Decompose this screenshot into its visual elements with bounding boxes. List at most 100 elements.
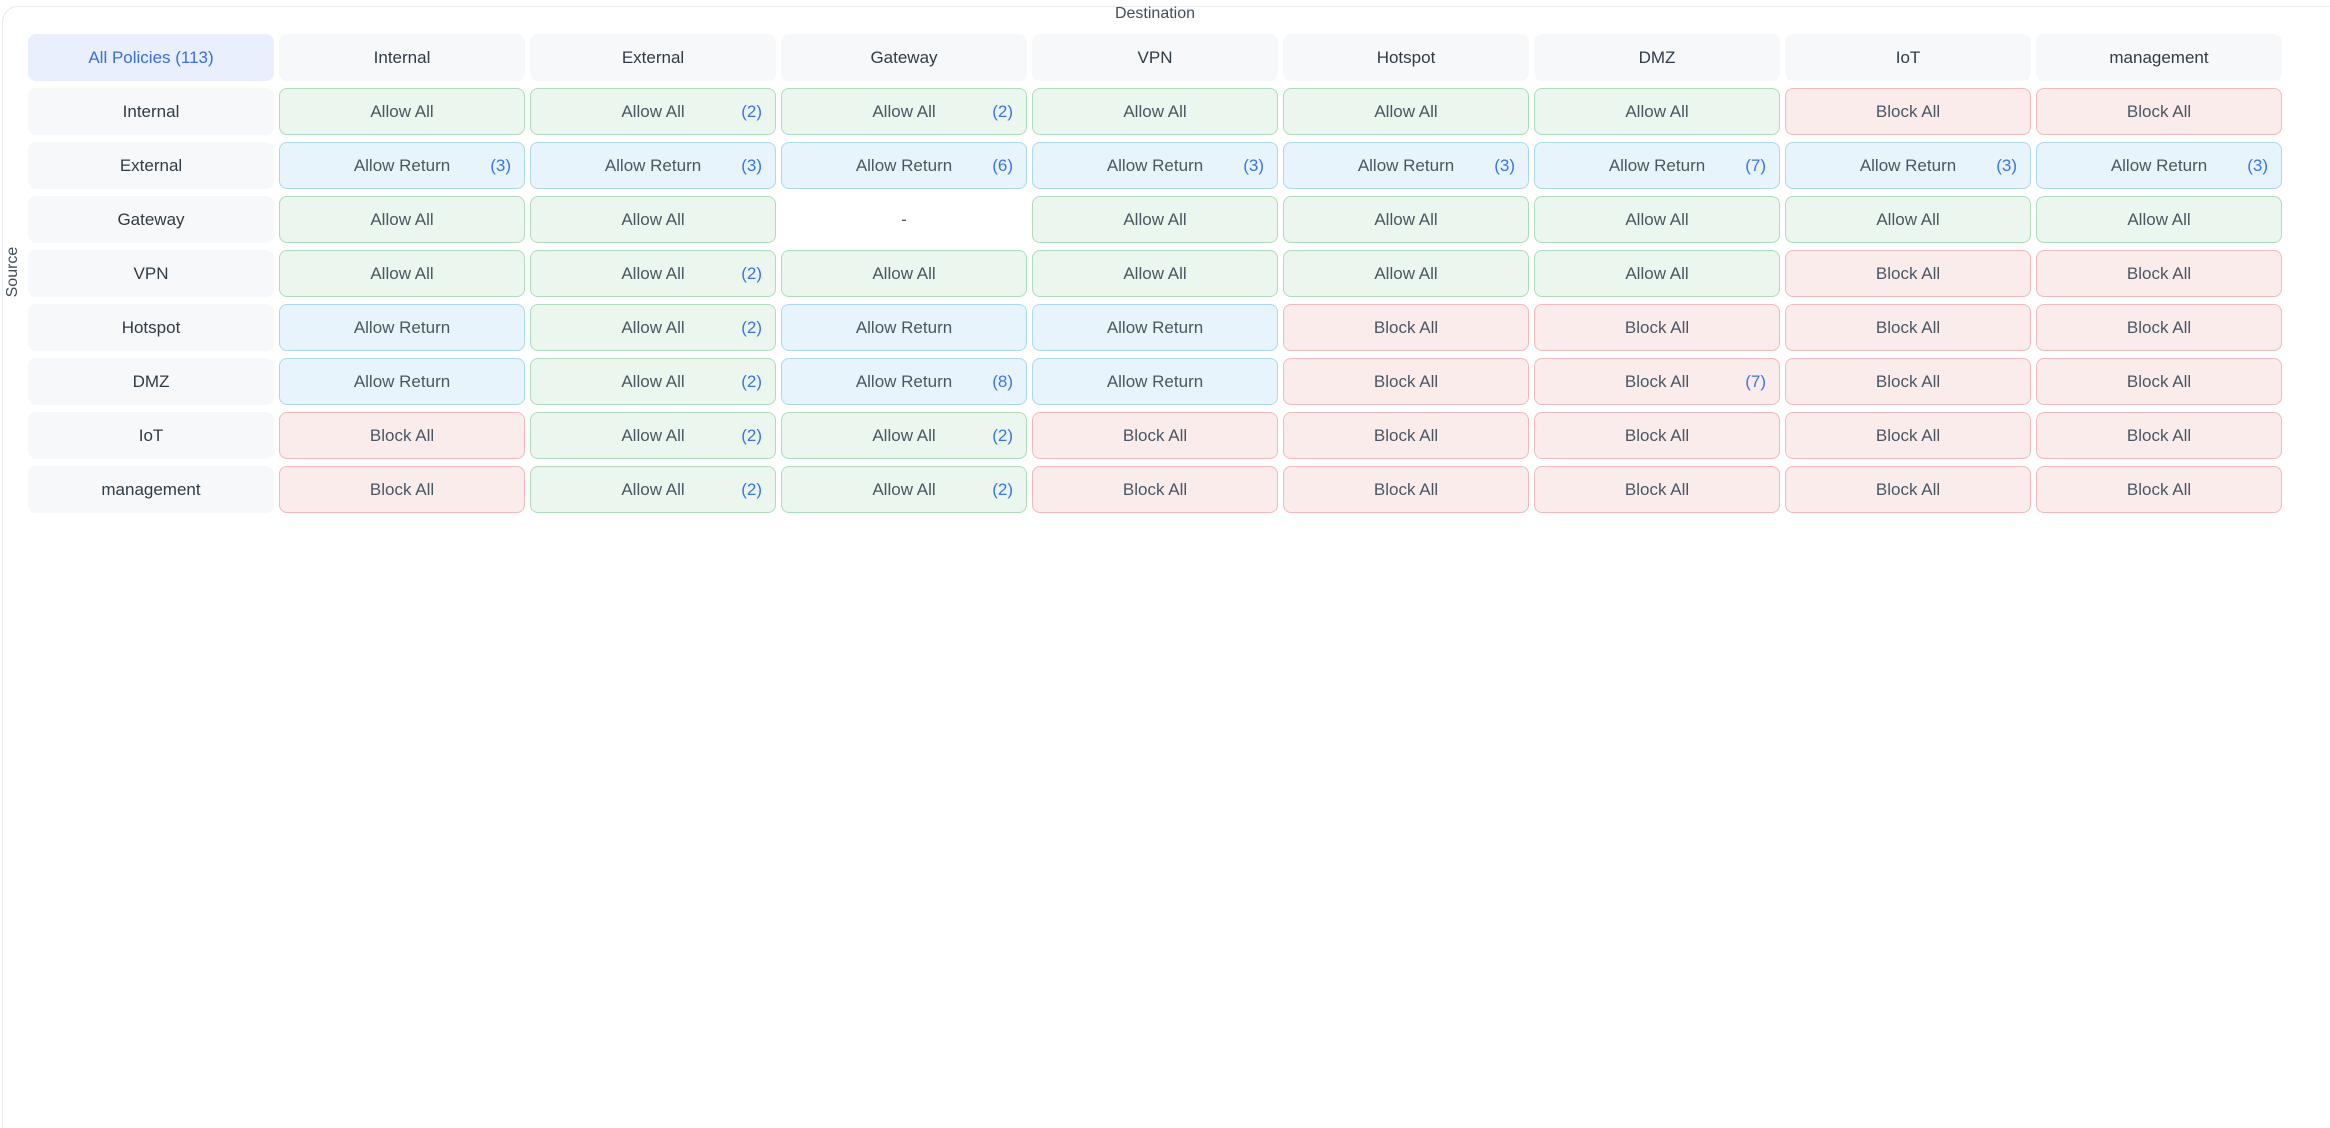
policy-cell-hotspot-management[interactable]: Block All [2036,304,2282,351]
policy-cell-hotspot-iot[interactable]: Block All [1785,304,2031,351]
row-header-dmz: DMZ [28,358,274,405]
policy-cell-external-vpn[interactable]: Allow Return(3) [1032,142,1278,189]
policy-action-label: Block All [2126,425,2192,445]
policy-action-label: Allow Return [855,317,953,337]
policy-cell-external-external[interactable]: Allow Return(3) [530,142,776,189]
policy-cell-iot-internal[interactable]: Block All [279,412,525,459]
policy-cell-external-internal[interactable]: Allow Return(3) [279,142,525,189]
all-policies-button[interactable]: All Policies (113) [28,34,274,81]
policy-cell-dmz-hotspot[interactable]: Block All [1283,358,1529,405]
policy-action-label: Block All [1373,371,1439,391]
policy-cell-hotspot-vpn[interactable]: Allow Return [1032,304,1278,351]
policy-cell-hotspot-internal[interactable]: Allow Return [279,304,525,351]
policy-action-label: Block All [369,479,435,499]
policy-cell-iot-iot[interactable]: Block All [1785,412,2031,459]
row-header-vpn: VPN [28,250,274,297]
policy-cell-gateway-external[interactable]: Allow All [530,196,776,243]
policy-cell-iot-external[interactable]: Allow All(2) [530,412,776,459]
column-header-management: management [2036,34,2282,81]
policy-cell-iot-dmz[interactable]: Block All [1534,412,1780,459]
policy-cell-vpn-external[interactable]: Allow All(2) [530,250,776,297]
policy-cell-external-management[interactable]: Allow Return(3) [2036,142,2282,189]
policy-cell-external-gateway[interactable]: Allow Return(6) [781,142,1027,189]
policy-action-label: Allow All [1123,209,1187,229]
row-header-gateway: Gateway [28,196,274,243]
policy-cell-dmz-dmz[interactable]: Block All(7) [1534,358,1780,405]
policy-cell-vpn-internal[interactable]: Allow All [279,250,525,297]
policy-action-label: Block All [1875,101,1941,121]
policy-action-label: Block All [369,425,435,445]
policy-count-badge: (7) [1745,371,1766,391]
policy-action-label: Allow All [370,101,434,121]
policy-cell-dmz-iot[interactable]: Block All [1785,358,2031,405]
policy-cell-internal-gateway[interactable]: Allow All(2) [781,88,1027,135]
policy-cell-gateway-iot[interactable]: Allow All [1785,196,2031,243]
row-header-internal: Internal [28,88,274,135]
policy-cell-internal-internal[interactable]: Allow All [279,88,525,135]
policy-cell-management-external[interactable]: Allow All(2) [530,466,776,513]
policy-cell-vpn-management[interactable]: Block All [2036,250,2282,297]
policy-cell-management-dmz[interactable]: Block All [1534,466,1780,513]
policy-cell-internal-vpn[interactable]: Allow All [1032,88,1278,135]
policy-cell-management-iot[interactable]: Block All [1785,466,2031,513]
policy-action-label: Block All [2126,263,2192,283]
policy-cell-management-hotspot[interactable]: Block All [1283,466,1529,513]
policy-cell-dmz-vpn[interactable]: Allow Return [1032,358,1278,405]
policy-cell-management-gateway[interactable]: Allow All(2) [781,466,1027,513]
policy-cell-management-management[interactable]: Block All [2036,466,2282,513]
policy-action-label: Block All [1373,317,1439,337]
policy-cell-gateway-gateway: - [781,196,1027,243]
policy-action-label: Block All [2126,479,2192,499]
policy-action-label: Block All [2126,371,2192,391]
policy-cell-vpn-iot[interactable]: Block All [1785,250,2031,297]
policy-cell-external-iot[interactable]: Allow Return(3) [1785,142,2031,189]
policy-cell-hotspot-gateway[interactable]: Allow Return [781,304,1027,351]
policy-cell-iot-management[interactable]: Block All [2036,412,2282,459]
policy-cell-hotspot-hotspot[interactable]: Block All [1283,304,1529,351]
policy-cell-management-vpn[interactable]: Block All [1032,466,1278,513]
policy-cell-gateway-management[interactable]: Allow All [2036,196,2282,243]
policy-cell-vpn-dmz[interactable]: Allow All [1534,250,1780,297]
policy-action-label: Allow All [1123,263,1187,283]
policy-cell-management-internal[interactable]: Block All [279,466,525,513]
policy-cell-internal-hotspot[interactable]: Allow All [1283,88,1529,135]
policy-cell-dmz-management[interactable]: Block All [2036,358,2282,405]
policy-action-label: Allow All [621,209,685,229]
row-header-external: External [28,142,274,189]
policy-action-label: Block All [1122,479,1188,499]
policy-action-label: Allow All [1374,101,1438,121]
policy-cell-iot-vpn[interactable]: Block All [1032,412,1278,459]
column-header-vpn: VPN [1032,34,1278,81]
policy-cell-internal-external[interactable]: Allow All(2) [530,88,776,135]
policy-count-badge: (2) [741,317,762,337]
policy-cell-dmz-gateway[interactable]: Allow Return(8) [781,358,1027,405]
policy-action-label: Allow Return [1106,317,1204,337]
policy-cell-internal-dmz[interactable]: Allow All [1534,88,1780,135]
policy-action-label: Allow Return [1608,155,1706,175]
policy-cell-hotspot-dmz[interactable]: Block All [1534,304,1780,351]
policy-cell-vpn-hotspot[interactable]: Allow All [1283,250,1529,297]
policy-count-badge: (3) [1243,155,1264,175]
column-header-iot: IoT [1785,34,2031,81]
policy-cell-vpn-gateway[interactable]: Allow All [781,250,1027,297]
policy-cell-gateway-hotspot[interactable]: Allow All [1283,196,1529,243]
policy-action-label: - [901,209,907,229]
policy-cell-internal-iot[interactable]: Block All [1785,88,2031,135]
policy-cell-iot-gateway[interactable]: Allow All(2) [781,412,1027,459]
policy-action-label: Allow All [872,425,936,445]
policy-cell-dmz-external[interactable]: Allow All(2) [530,358,776,405]
policy-cell-gateway-dmz[interactable]: Allow All [1534,196,1780,243]
policy-cell-internal-management[interactable]: Block All [2036,88,2282,135]
policy-action-label: Allow All [1625,263,1689,283]
policy-cell-dmz-internal[interactable]: Allow Return [279,358,525,405]
row-header-iot: IoT [28,412,274,459]
policy-cell-vpn-vpn[interactable]: Allow All [1032,250,1278,297]
policy-cell-gateway-internal[interactable]: Allow All [279,196,525,243]
policy-action-label: Block All [1875,317,1941,337]
policy-cell-hotspot-external[interactable]: Allow All(2) [530,304,776,351]
policy-cell-external-dmz[interactable]: Allow Return(7) [1534,142,1780,189]
policy-cell-gateway-vpn[interactable]: Allow All [1032,196,1278,243]
policy-cell-iot-hotspot[interactable]: Block All [1283,412,1529,459]
policy-cell-external-hotspot[interactable]: Allow Return(3) [1283,142,1529,189]
policy-count-badge: (2) [992,479,1013,499]
